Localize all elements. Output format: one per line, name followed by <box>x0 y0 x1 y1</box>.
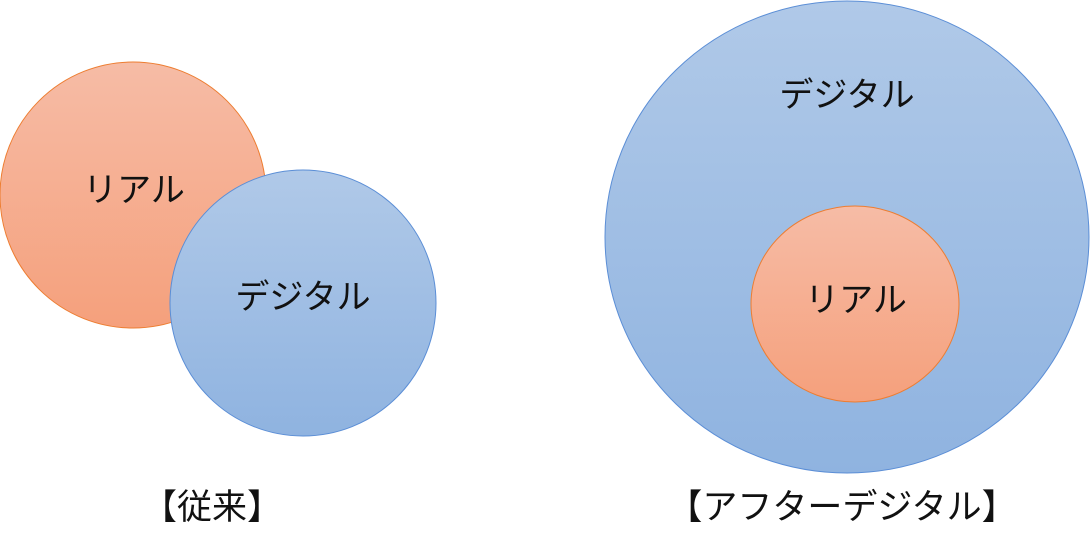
left-caption: 【従来】 <box>142 488 282 528</box>
right-caption: 【アフターデジタル】 <box>667 488 1016 528</box>
left-digital-label: デジタル <box>235 278 370 318</box>
left-real-label: リアル <box>83 171 185 211</box>
after-digital-panel: デジタル リアル 【アフターデジタル】 <box>604 0 1090 528</box>
right-digital-label: デジタル <box>779 76 914 116</box>
right-real-label: リアル <box>805 281 907 321</box>
traditional-panel: リアル デジタル 【従来】 <box>0 61 437 528</box>
right-real-circle <box>750 205 960 403</box>
left-digital-circle <box>169 169 437 437</box>
